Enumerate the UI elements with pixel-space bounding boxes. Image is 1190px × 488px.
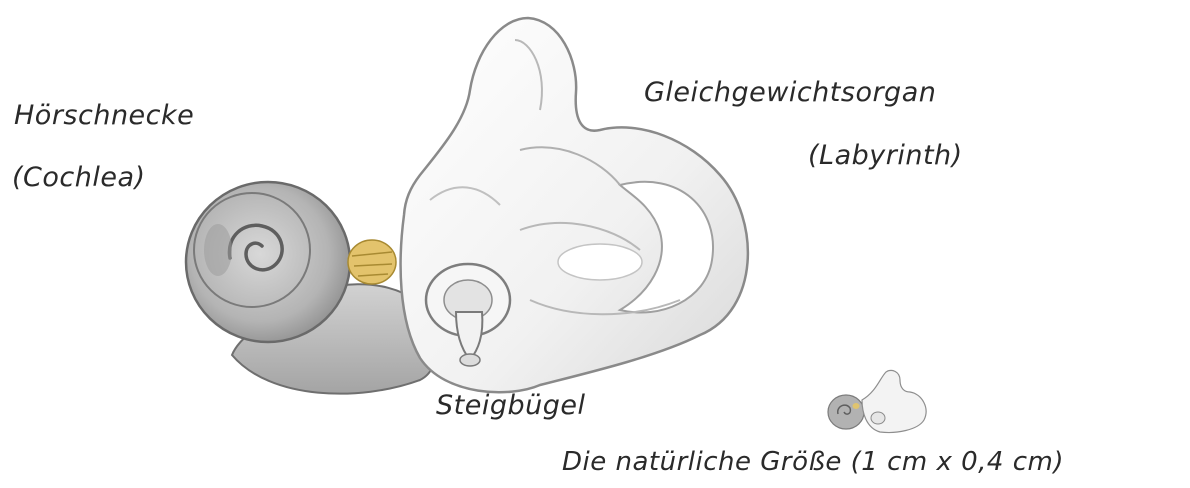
cochlea-latin-label: (Cochlea) [12, 162, 146, 193]
natural-size-caption: Die natürliche Größe (1 cm x 0,4 cm) [562, 447, 1064, 477]
stapes-label: Steigbügel [436, 390, 585, 421]
cochlea-shape [186, 182, 436, 394]
balance-organ-label: Gleichgewichtsorgan [644, 77, 936, 108]
natural-size-miniature [828, 370, 926, 432]
labyrinth-shape [401, 18, 748, 392]
cochlea-label: Hörschnecke [14, 100, 194, 131]
nerve-bundle [348, 240, 396, 284]
labyrinth-latin-label: (Labyrinth) [808, 140, 963, 171]
